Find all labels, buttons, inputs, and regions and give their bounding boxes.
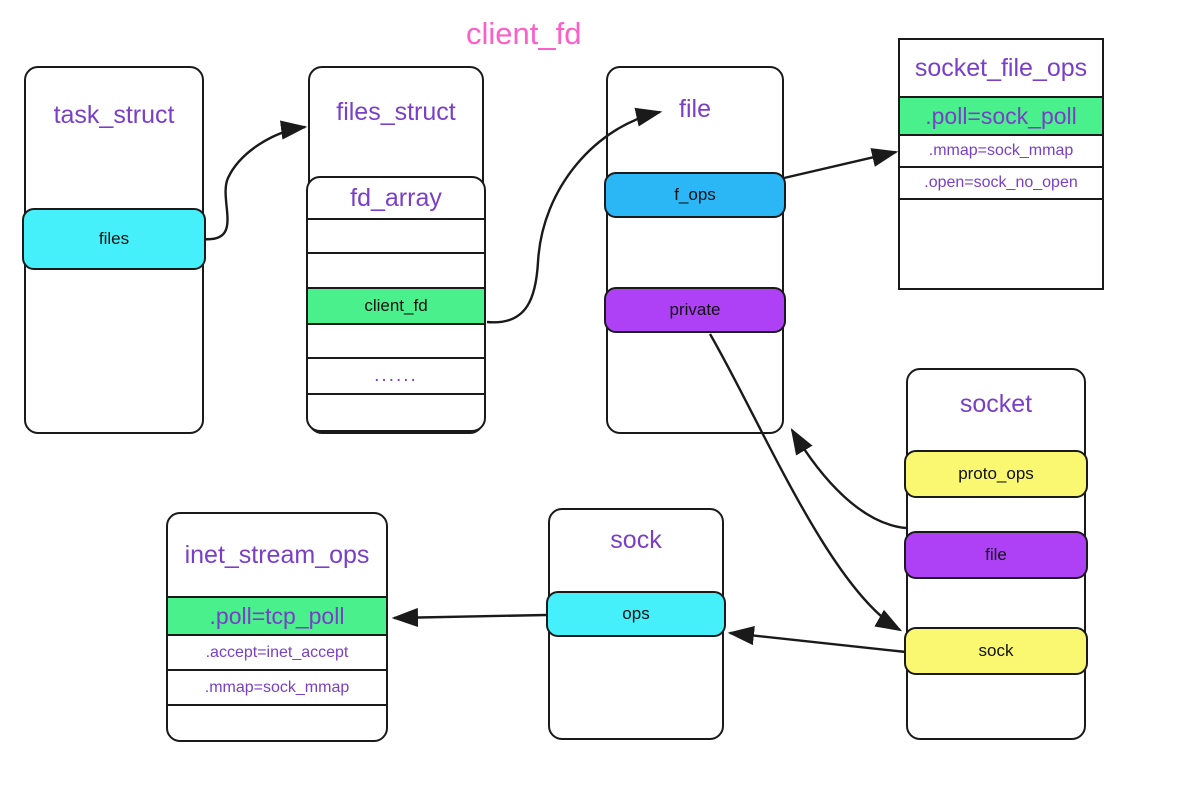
table-inet_stream_ops: inet_stream_ops .poll=tcp_poll .accept=i… [166,512,388,742]
edge-socket_sock-to-sock_ops [727,626,907,654]
socket_file_ops-row-mmap[interactable]: .mmap=sock_mmap [900,136,1102,168]
fd_array-row[interactable] [308,254,484,289]
task_struct-title: task_struct [53,101,175,129]
fd_array-row-client_fd[interactable]: client_fd [308,289,484,325]
field-file-f_ops[interactable]: f_ops [604,172,786,218]
field-socket-file[interactable]: file [904,531,1088,579]
inet_stream_ops-row-accept[interactable]: .accept=inet_accept [168,636,386,671]
inet_stream_ops-title: inet_stream_ops [168,514,386,598]
socket_file_ops-row[interactable] [900,200,1102,288]
edge-f_ops-to-socket_file_ops [783,148,899,180]
fd_array-row[interactable] [308,325,484,359]
edge-files-to-files_struct [202,120,308,241]
field-task_struct-files[interactable]: files [22,208,206,270]
page-title: client_fd [466,16,582,51]
socket_file_ops-title: socket_file_ops [900,40,1102,98]
socket_file_ops-row-poll[interactable]: .poll=sock_poll [900,98,1102,136]
inet_stream_ops-row[interactable] [168,706,386,740]
socket_file_ops-row-open[interactable]: .open=sock_no_open [900,168,1102,200]
field-sock-ops[interactable]: ops [546,591,726,637]
inet_stream_ops-row-mmap[interactable]: .mmap=sock_mmap [168,671,386,706]
files_struct-title: files_struct [336,98,456,126]
file-title: file [679,95,711,123]
fd_array-title: fd_array [308,178,484,220]
table-fd_array: fd_array client_fd ...... [306,176,486,432]
field-socket-proto_ops[interactable]: proto_ops [904,450,1088,498]
field-socket-sock[interactable]: sock [904,627,1088,675]
table-socket_file_ops: socket_file_ops .poll=sock_poll .mmap=so… [898,38,1104,290]
fd_array-row[interactable] [308,395,484,430]
fd_array-row[interactable] [308,220,484,254]
edge-socket_file-to-file [790,427,907,530]
inet_stream_ops-row-poll[interactable]: .poll=tcp_poll [168,598,386,636]
fd_array-row-ellipsis: ...... [308,359,484,395]
sock-title: sock [610,526,662,554]
field-file-private[interactable]: private [604,287,786,333]
edge-ops-to-inet_stream_ops [391,607,547,628]
socket-title: socket [959,390,1033,418]
